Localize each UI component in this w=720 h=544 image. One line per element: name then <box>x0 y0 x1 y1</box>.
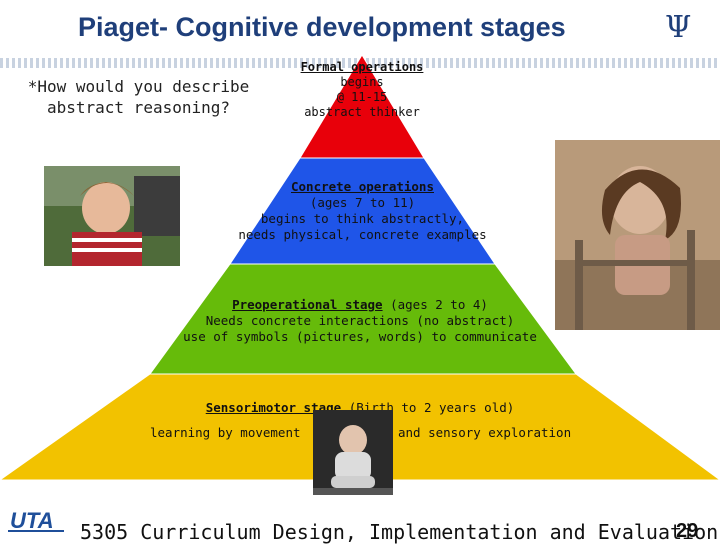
sensorimotor-line-left: learning by movement <box>150 425 301 440</box>
preoperational-title: Preoperational stage <box>232 297 383 312</box>
psi-symbol: Ψ <box>665 10 692 45</box>
slide-title: Piaget- Cognitive development stages <box>78 12 566 42</box>
sensorimotor-title: Sensorimotor stage <box>205 400 342 415</box>
preoperational-text: Preoperational stage (ages 2 to 4) Needs… <box>183 297 537 344</box>
formal-operations-title: Formal operations <box>300 60 424 74</box>
photo-girl <box>555 140 720 330</box>
svg-text:UTA: UTA <box>10 508 54 533</box>
concrete-operations-text: Concrete operations (ages 7 to 11) begin… <box>238 179 487 242</box>
page-number: 29 <box>676 520 699 542</box>
sensorimotor-text: Sensorimotor stage (Birth to 2 years old… <box>205 400 515 415</box>
photo-baby <box>313 410 393 495</box>
sensorimotor-line-right: and sensory exploration <box>398 425 572 440</box>
photo-boy <box>44 166 180 266</box>
question-text: *How would you describe abstract reasoni… <box>27 77 250 117</box>
footer-course-title: 5305 Curriculum Design, Implementation a… <box>80 520 719 544</box>
uta-logo: UTA <box>6 506 66 533</box>
concrete-operations-title: Concrete operations <box>291 179 434 194</box>
formal-operations-text: Formal operations begins @ 11-15 abstrac… <box>300 60 424 119</box>
